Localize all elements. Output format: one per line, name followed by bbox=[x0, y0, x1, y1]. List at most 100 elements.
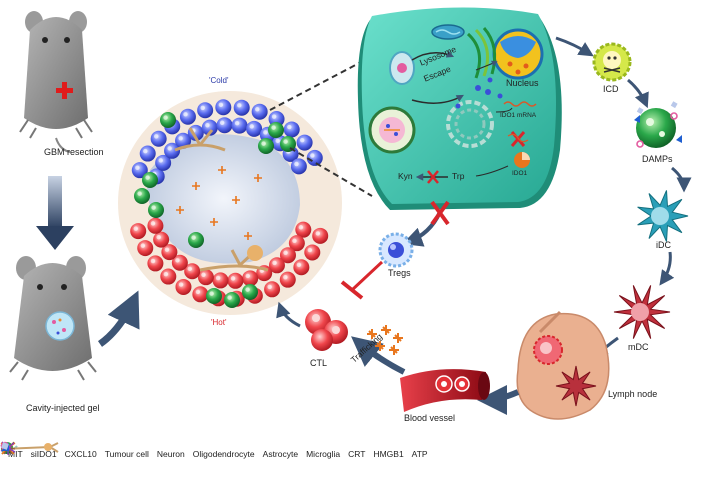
hot-cell-highlight bbox=[187, 266, 193, 272]
blood-vessel-label: Blood vessel bbox=[404, 413, 456, 423]
hot-cell-highlight bbox=[307, 247, 313, 253]
nucleus-label: Nucleus bbox=[506, 78, 539, 88]
cold-cell-highlight bbox=[275, 138, 280, 144]
cold-cell bbox=[296, 134, 313, 151]
lymph-node bbox=[516, 310, 610, 420]
cold-cell-highlight bbox=[234, 120, 240, 126]
cold-cell bbox=[306, 149, 323, 166]
cold-cell bbox=[131, 162, 148, 179]
hot-cell-highlight bbox=[283, 250, 288, 256]
cold-cell bbox=[290, 158, 307, 175]
hot-cell bbox=[264, 281, 281, 298]
cold-cell bbox=[197, 102, 214, 119]
cxcl10-markers bbox=[176, 166, 262, 240]
hot-cell-highlight bbox=[150, 221, 156, 226]
hot-cell-highlight bbox=[133, 226, 139, 231]
blood-vessel bbox=[400, 369, 490, 412]
cold-cell bbox=[164, 142, 181, 159]
green-cell-highlight bbox=[145, 175, 150, 180]
lymph-node-label: Lymph node bbox=[608, 389, 658, 399]
arrow-icd-to-damps bbox=[627, 78, 649, 109]
hot-cell-highlight bbox=[283, 275, 288, 280]
cold-cell bbox=[216, 117, 233, 134]
hot-cell-highlight bbox=[156, 234, 161, 240]
legend: MIT siIDO1 CXCL10 Tumour cell Neuron Oli… bbox=[0, 441, 708, 467]
cold-cell bbox=[246, 120, 263, 137]
tumour-microenvironment bbox=[118, 91, 342, 315]
legend-item-microglia: Microglia bbox=[0, 441, 340, 459]
cold-cell-highlight bbox=[154, 134, 159, 139]
hot-cell-highlight bbox=[140, 243, 146, 248]
green-tumour-cells bbox=[134, 112, 296, 308]
damps-cell bbox=[634, 101, 682, 148]
hot-cell bbox=[279, 247, 296, 264]
neuron-icon bbox=[1, 442, 59, 455]
arrow-gel-to-tumour bbox=[97, 290, 140, 347]
green-cell bbox=[280, 136, 296, 152]
cold-cell bbox=[215, 99, 232, 116]
cold-cell-highlight bbox=[178, 136, 183, 141]
cold-label: 'Cold' bbox=[209, 76, 229, 85]
cxcl10-chemokine bbox=[367, 329, 377, 339]
hot-cell bbox=[304, 244, 321, 261]
neurons bbox=[174, 127, 269, 272]
cold-cell-highlight bbox=[249, 124, 254, 129]
cold-cell-highlight bbox=[271, 114, 277, 119]
arrow-damps-to-idc bbox=[671, 166, 692, 193]
ctl-label: CTL bbox=[310, 358, 328, 368]
cold-cell bbox=[201, 119, 218, 136]
hot-cell bbox=[192, 286, 209, 303]
hot-cell bbox=[227, 272, 244, 289]
nucleus bbox=[492, 28, 544, 80]
hot-cell-highlight bbox=[245, 273, 251, 279]
cxcl10-chemokine bbox=[375, 341, 385, 351]
block-cross-icon bbox=[430, 200, 450, 226]
cold-cell-highlight bbox=[218, 102, 224, 108]
cold-cell-highlight bbox=[263, 130, 268, 135]
green-cell bbox=[160, 112, 176, 128]
ido1-protein bbox=[514, 152, 530, 168]
zoom-line-top bbox=[269, 49, 385, 111]
hot-cell bbox=[197, 269, 214, 286]
tumour-cell-slab bbox=[357, 7, 562, 211]
green-cell-highlight bbox=[271, 125, 276, 130]
hot-cell-highlight bbox=[201, 272, 206, 278]
green-cell bbox=[268, 122, 284, 138]
hot-cell bbox=[288, 235, 305, 252]
hot-cell-highlight bbox=[150, 258, 156, 264]
cold-cell bbox=[233, 99, 250, 116]
cold-cell bbox=[251, 103, 268, 120]
cold-cell-highlight bbox=[143, 148, 148, 154]
legend-item-oligodendrocyte: Oligodendrocyte bbox=[0, 442, 255, 459]
cavity-gel-label: Cavity-injected gel bbox=[26, 403, 100, 413]
arrow-lymph-to-vessel bbox=[477, 384, 520, 415]
tregs-label: Tregs bbox=[388, 268, 411, 278]
cold-cell-highlight bbox=[237, 103, 242, 108]
gel-particle bbox=[368, 106, 416, 154]
legend-item-neuron: Neuron bbox=[1, 442, 185, 459]
cold-cell-highlight bbox=[310, 153, 315, 158]
cold-cell-highlight bbox=[294, 161, 299, 167]
hot-cell bbox=[147, 255, 164, 272]
hot-cell-highlight bbox=[164, 247, 170, 252]
ido1-label: IDO1 bbox=[512, 170, 528, 177]
icd-cell bbox=[592, 42, 632, 82]
ido1-mrna-strand bbox=[503, 101, 537, 107]
hot-cell-highlight bbox=[230, 276, 236, 281]
damps-label: DAMPs bbox=[642, 154, 673, 164]
cxcl10-chemokine bbox=[393, 333, 403, 343]
idc-label: iDC bbox=[656, 240, 671, 250]
resection-cavity bbox=[147, 134, 300, 264]
mit-dots bbox=[455, 77, 503, 109]
escape-arrow bbox=[411, 94, 464, 104]
green-cell-highlight bbox=[163, 115, 168, 120]
siido1-complex bbox=[446, 100, 494, 148]
hot-cell-highlight bbox=[272, 260, 277, 266]
hot-cell bbox=[212, 272, 229, 289]
cxcl10-marker bbox=[210, 218, 218, 226]
cxcl10-chemokines bbox=[367, 325, 403, 355]
legend-item-atp: ATP bbox=[1, 442, 428, 459]
kyn-trp-cross-icon bbox=[427, 170, 439, 184]
green-cell bbox=[142, 172, 158, 188]
